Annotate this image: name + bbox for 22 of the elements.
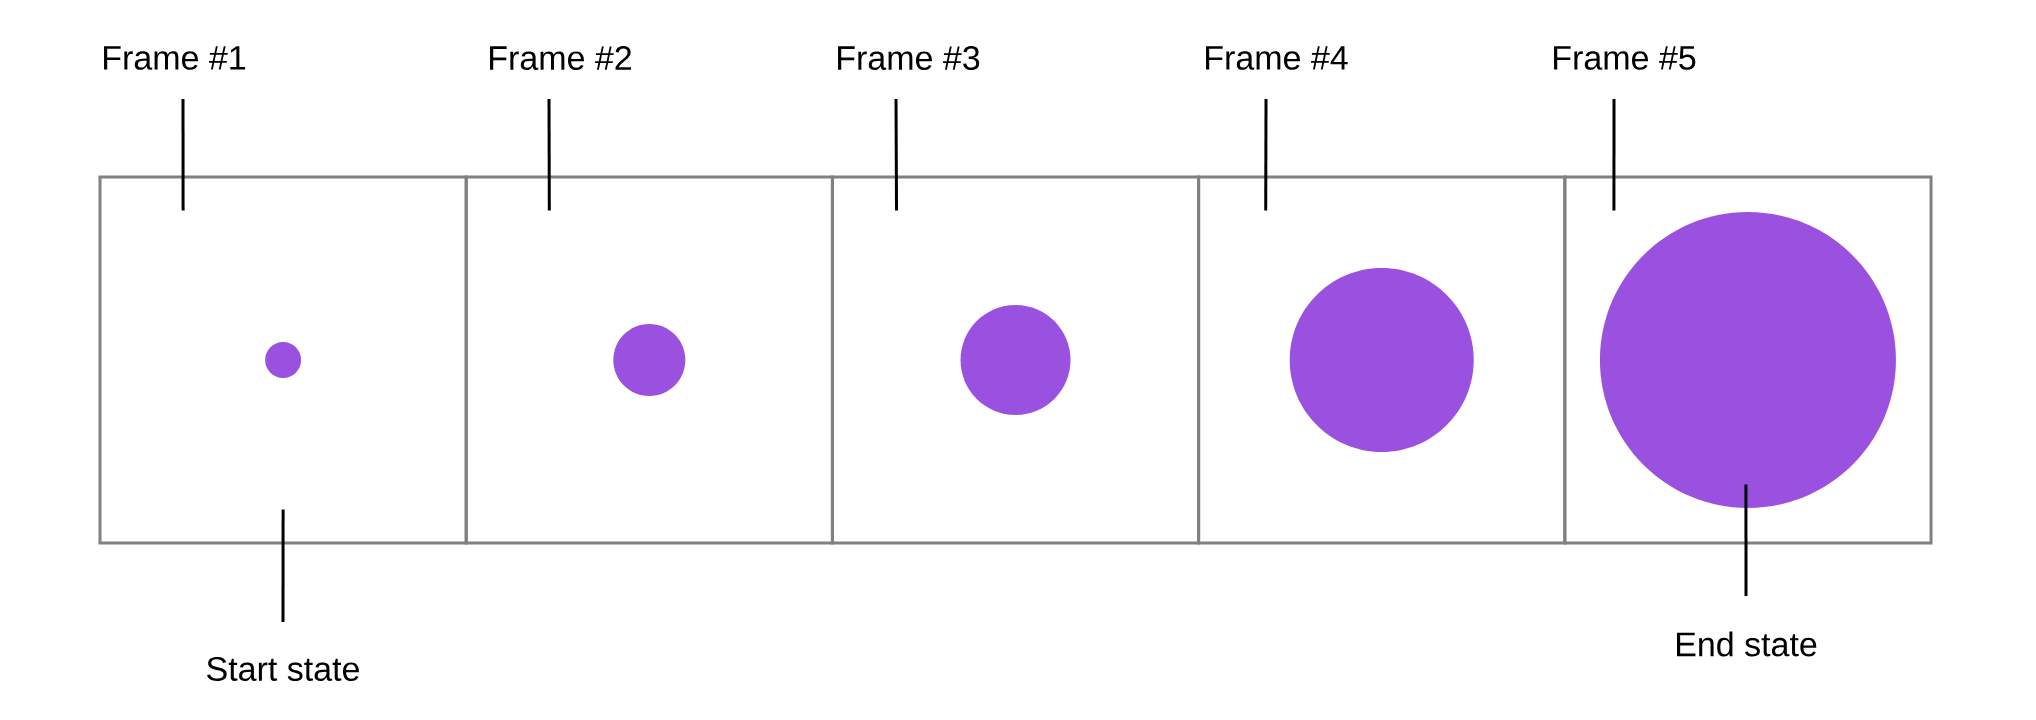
circle <box>960 305 1071 415</box>
frame-label: Frame #3 <box>838 45 980 71</box>
frame-label: Frame #5 <box>1554 46 1696 70</box>
circle <box>613 324 686 396</box>
frame-box <box>98 175 468 545</box>
leader-line <box>1744 484 1748 596</box>
leader-line <box>894 99 898 211</box>
frame-box <box>1563 175 1933 545</box>
frame-label: Frame #4 <box>1206 46 1348 70</box>
circle <box>265 342 302 378</box>
frame-label: Frame #2 <box>490 45 631 71</box>
leader-line <box>1612 99 1616 211</box>
circle <box>1289 268 1474 452</box>
circle <box>1599 212 1896 508</box>
state-label: End state <box>1677 631 1817 657</box>
leader-line <box>1264 99 1268 211</box>
state-label: Start state <box>207 656 359 682</box>
leader-line <box>547 99 551 211</box>
frame-box <box>464 175 834 545</box>
leader-line <box>281 509 285 622</box>
frame-label: Frame #1 <box>104 46 246 70</box>
leader-line <box>181 99 185 211</box>
